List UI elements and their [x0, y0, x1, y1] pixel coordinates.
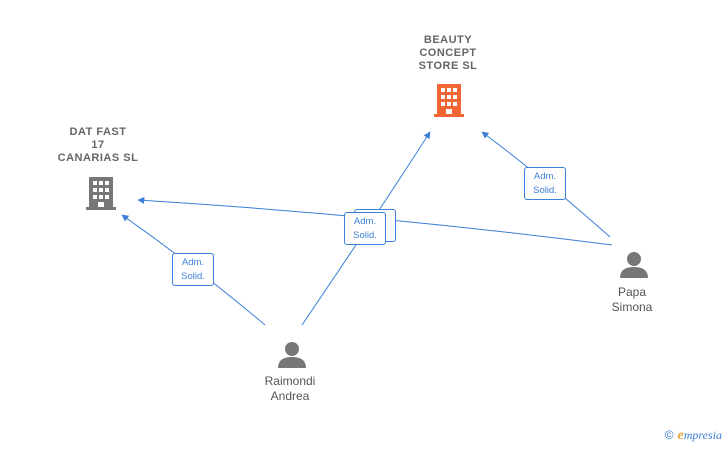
person-icon[interactable]: [620, 252, 648, 278]
building-icon[interactable]: [434, 84, 464, 117]
brand-logo: ©empresia: [664, 428, 722, 443]
company-label-datfast[interactable]: DAT FAST 17 CANARIAS SL: [57, 126, 139, 164]
person-label-raimondi[interactable]: Raimondi Andrea: [264, 374, 316, 403]
building-icon[interactable]: [86, 177, 116, 210]
relation-label[interactable]: Adm. Solid.: [172, 253, 214, 286]
relation-label[interactable]: Adm. Solid.: [524, 167, 566, 200]
relation-label[interactable]: Adm. Solid.: [344, 212, 386, 245]
company-label-beauty[interactable]: BEAUTY CONCEPT STORE SL: [418, 34, 478, 72]
person-label-papa[interactable]: Papa Simona: [611, 285, 653, 314]
person-icon[interactable]: [278, 342, 306, 368]
